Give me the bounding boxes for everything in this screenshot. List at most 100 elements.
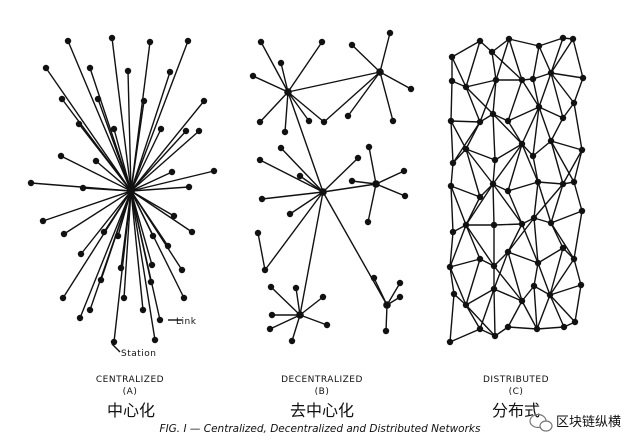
network-station <box>86 64 94 72</box>
network-link <box>465 40 481 88</box>
network-link <box>521 300 538 330</box>
network-station <box>117 264 125 272</box>
network-station <box>157 125 165 133</box>
network-station <box>75 120 83 128</box>
network-station <box>149 232 157 240</box>
network-station <box>518 297 526 305</box>
network-station <box>57 152 65 160</box>
network-link <box>264 191 324 271</box>
network-link <box>299 296 324 316</box>
network-link <box>538 45 552 74</box>
network-link <box>386 282 401 306</box>
network-station <box>547 137 555 145</box>
network-link <box>123 190 132 299</box>
network-link <box>479 288 495 330</box>
network-station <box>318 38 326 46</box>
network-station <box>79 184 87 192</box>
network-link <box>79 190 132 319</box>
network-station <box>168 168 176 176</box>
network-link <box>465 258 481 306</box>
network-station <box>86 306 94 314</box>
network-link <box>533 217 539 264</box>
network-station <box>348 177 356 185</box>
network-station <box>180 294 188 302</box>
network-link <box>493 288 523 302</box>
network-station <box>570 178 578 186</box>
network-station <box>267 283 275 291</box>
network-link <box>130 130 187 192</box>
network-link <box>508 38 540 47</box>
network-link <box>450 185 481 198</box>
network-station <box>296 311 304 319</box>
network-station <box>319 188 327 196</box>
network-link <box>89 190 132 311</box>
network-link <box>507 217 535 253</box>
network-link <box>492 159 496 185</box>
network-station <box>277 144 285 152</box>
network-station <box>39 217 47 225</box>
network-link <box>573 181 583 212</box>
network-link <box>549 284 582 296</box>
network-link <box>549 258 575 296</box>
network-station <box>577 281 585 289</box>
network-station <box>261 266 269 274</box>
network-station <box>288 337 296 345</box>
network-station <box>268 311 276 319</box>
network-station <box>559 114 567 122</box>
network-link <box>492 183 495 226</box>
network-link <box>449 231 454 268</box>
network-link <box>80 190 132 255</box>
network-station <box>64 37 72 45</box>
network-station <box>504 248 512 256</box>
network-station <box>448 77 456 85</box>
network-link <box>449 293 455 343</box>
network-station <box>446 338 454 346</box>
network-station <box>504 117 512 125</box>
network-station <box>258 195 266 203</box>
network-link <box>493 223 523 226</box>
network-link <box>465 304 481 330</box>
network-station <box>530 214 538 222</box>
network-link <box>465 224 495 267</box>
network-link <box>449 258 481 268</box>
network-station <box>396 279 404 287</box>
network-station <box>292 284 300 292</box>
network-link <box>550 117 564 142</box>
network-link <box>492 143 523 185</box>
network-link <box>465 288 495 306</box>
network-station <box>184 37 192 45</box>
network-link <box>550 183 564 224</box>
network-station <box>42 64 50 72</box>
network-link <box>494 143 523 161</box>
network-link <box>495 38 510 81</box>
station-pointer <box>111 343 121 353</box>
network-link <box>507 120 523 145</box>
network-station <box>344 112 352 120</box>
network-station <box>296 172 304 180</box>
network-link <box>533 181 539 219</box>
network-link <box>95 160 132 192</box>
network-station <box>323 321 331 329</box>
network-link <box>537 262 551 296</box>
network-link <box>449 224 467 268</box>
network-link <box>537 181 564 185</box>
network-link <box>299 191 324 316</box>
network-link <box>465 183 494 226</box>
network-link <box>550 72 564 119</box>
network-station <box>200 97 208 105</box>
network-link <box>62 190 132 299</box>
network-link <box>507 143 523 192</box>
network-station <box>518 140 526 148</box>
network-link <box>465 148 481 198</box>
network-link <box>562 149 583 185</box>
network-link <box>538 106 564 119</box>
network-station <box>148 261 156 269</box>
network-station <box>535 103 543 111</box>
network-link <box>536 294 551 330</box>
network-station <box>529 75 537 83</box>
network-station <box>110 338 118 346</box>
panel-a-label: CENTRALIZED <box>96 375 164 385</box>
network-link <box>130 190 183 271</box>
network-link <box>465 148 494 185</box>
